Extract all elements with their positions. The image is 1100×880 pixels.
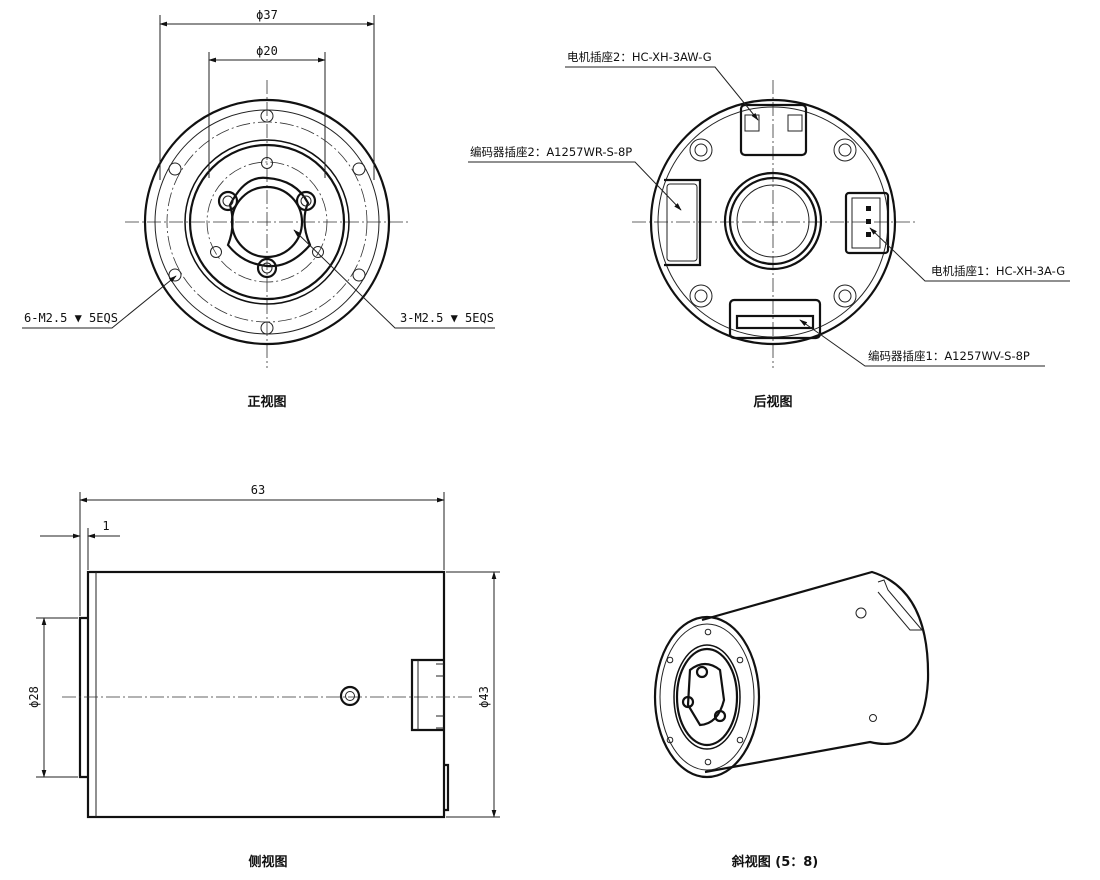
side-body	[86, 570, 446, 819]
hub-hole	[217, 190, 239, 212]
dim-pilot: ϕ28	[27, 686, 41, 708]
rear-outer-rim	[649, 98, 897, 346]
motor-socket-2	[739, 103, 808, 157]
front-outer-rim	[143, 98, 391, 346]
caption-front-view: 正视图	[247, 394, 286, 410]
hub-hole	[295, 190, 317, 212]
note-outer-holes: 6-M2.5 ▼ 5EQS	[24, 311, 118, 325]
side-view: 63 1 ϕ28 ϕ43 侧视图	[27, 483, 500, 870]
label-motor-socket-2: 电机插座2：HC-XH-3AW-G	[567, 50, 712, 64]
dim-front-outer: ϕ37	[256, 8, 278, 22]
dim-step: 1	[102, 519, 109, 533]
iso-view: 斜视图 (5：8)	[653, 570, 930, 870]
caption-rear-view: 后视图	[753, 394, 792, 410]
iso-front-face	[653, 615, 761, 779]
note-inner-holes: 3-M2.5 ▼ 5EQS	[400, 311, 494, 325]
encoder-socket-2	[664, 178, 702, 267]
motor-socket-1	[844, 191, 890, 255]
rear-view: 电机插座2：HC-XH-3AW-G 编码器插座2：A1257WR-S-8P 电机…	[468, 50, 1070, 410]
dim-length: 63	[251, 483, 265, 497]
encoder-socket-1	[728, 298, 822, 340]
hub-hole	[256, 257, 278, 279]
caption-iso-view: 斜视图 (5：8)	[731, 854, 819, 870]
dim-body: ϕ43	[477, 686, 491, 708]
label-motor-socket-1: 电机插座1：HC-XH-3A-G	[931, 264, 1065, 278]
dim-front-inner: ϕ20	[256, 44, 278, 58]
front-view: ϕ37 ϕ20 6-M2.5 ▼ 5EQS 3-M2.5 ▼ 5EQS 正视图	[22, 8, 495, 410]
label-encoder-socket-1: 编码器插座1：A1257WV-S-8P	[868, 349, 1030, 363]
caption-side-view: 侧视图	[248, 854, 287, 870]
label-encoder-socket-2: 编码器插座2：A1257WR-S-8P	[470, 145, 632, 159]
